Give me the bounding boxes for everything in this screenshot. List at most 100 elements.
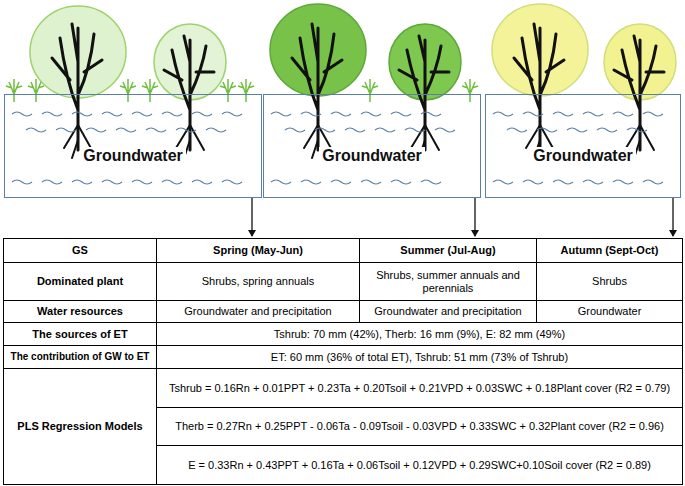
herb [6,79,22,102]
cell-text: E = 0.33Rn + 0.43PPT + 0.16Ta + 0.06Tsoi… [188,459,651,472]
wave [162,112,182,116]
herb [142,79,158,102]
cell-text: Spring (May-Jun) [213,244,303,257]
shrub [399,36,449,150]
cell-text: Tshrub = 0.16Rn + 0.01PPT + 0.23Ta + 0.2… [169,382,670,395]
wave [361,112,381,116]
wave [613,112,633,116]
wave [421,112,441,116]
wave [537,128,557,132]
cell-text: GS [72,244,88,257]
wave [271,180,291,184]
cell-text: Tshrub: 70 mm (42%), Therb: 16 mm (9%), … [274,328,565,341]
shrub [292,24,342,150]
wave [42,112,62,116]
wave [72,180,92,184]
wave [42,180,62,184]
table-cell: Therb = 0.27Rn + 0.25PPT - 0.06Ta - 0.09… [156,407,683,446]
cell-text: Therb = 0.27Rn + 0.25PPT - 0.06Ta - 0.09… [175,420,664,433]
wave [583,180,603,184]
wave [271,112,291,116]
wave [285,128,305,132]
cell-text: Groundwater and precipitation [184,305,331,318]
wave [391,112,411,116]
herb [462,79,478,102]
shrub [614,36,664,150]
wave [553,180,573,184]
wave [421,180,441,184]
wave [56,128,76,132]
shrub [164,36,214,150]
cell-text: The contribution of GW to ET [11,351,150,363]
table-cell: Tshrub = 0.16Rn + 0.01PPT + 0.23Ta + 0.2… [156,368,683,408]
cell-text: PLS Regression Models [17,420,142,433]
shrub [52,24,102,150]
wave [12,180,32,184]
cell-text: Dominated plant [37,275,123,288]
wave [435,128,455,132]
wave [553,112,573,116]
wave [331,180,351,184]
wave [132,180,152,184]
table-cell: PLS Regression Models [3,368,157,485]
wave [116,128,136,132]
table-cell: Dominated plant [3,262,157,301]
box-label: Groundwater [319,147,425,165]
herb [28,79,44,102]
wave [132,112,152,116]
wave [86,128,106,132]
wave [222,180,242,184]
herb [362,79,378,102]
box-label: Groundwater [530,147,636,165]
table-cell: Groundwater and precipitation [359,300,537,323]
table-cell: Groundwater [536,300,683,323]
wave [375,128,395,132]
table-cell: Spring (May-Jun) [156,238,360,263]
table-cell: Tshrub: 70 mm (42%), Therb: 16 mm (9%), … [156,322,683,346]
wave [613,180,633,184]
cell-text: Water resources [37,305,123,318]
shrub [514,24,564,150]
wave [523,180,543,184]
wave [206,128,226,132]
down-arrow [474,198,475,236]
wave [361,180,381,184]
herb [220,79,236,102]
wave [405,128,425,132]
herb [238,79,254,102]
wave [643,180,663,184]
wave [301,112,321,116]
cell-text: ET: 60 mm (36% of total ET), Tshrub: 51 … [271,351,568,364]
herbs [6,79,478,102]
wave [597,128,617,132]
cell-text: Shrubs, spring annuals [202,275,315,288]
wave [391,180,411,184]
water-waves [12,112,663,184]
groundwater-box: Groundwater [4,94,262,198]
wave [507,128,527,132]
wave [102,180,122,184]
cell-text: The sources of ET [32,328,127,341]
table-cell: Shrubs [536,262,683,301]
table-cell: GS [3,238,157,263]
wave [627,128,647,132]
cell-text: Shrubs [592,275,627,288]
wave [176,128,196,132]
table-cell: Summer (Jul-Aug) [359,238,537,263]
wave [523,112,543,116]
table-cell: ET: 60 mm (36% of total ET), Tshrub: 51 … [156,345,683,369]
wave [583,112,603,116]
table-cell: Shrubs, spring annuals [156,262,360,301]
box-label: Groundwater [80,147,186,165]
cell-text: Groundwater and precipitation [374,305,521,318]
groundwater-box: Groundwater [485,94,681,198]
down-arrow [672,198,673,236]
table-cell: Shrubs, summer annuals and perennials [359,262,537,301]
wave [162,180,182,184]
cell-text: Shrubs, summer annuals and perennials [364,269,532,295]
shrubs [52,24,664,158]
table-cell: E = 0.33Rn + 0.43PPT + 0.16Ta + 0.06Tsoi… [156,445,683,485]
wave [315,128,335,132]
wave [493,112,513,116]
wave [12,112,32,116]
